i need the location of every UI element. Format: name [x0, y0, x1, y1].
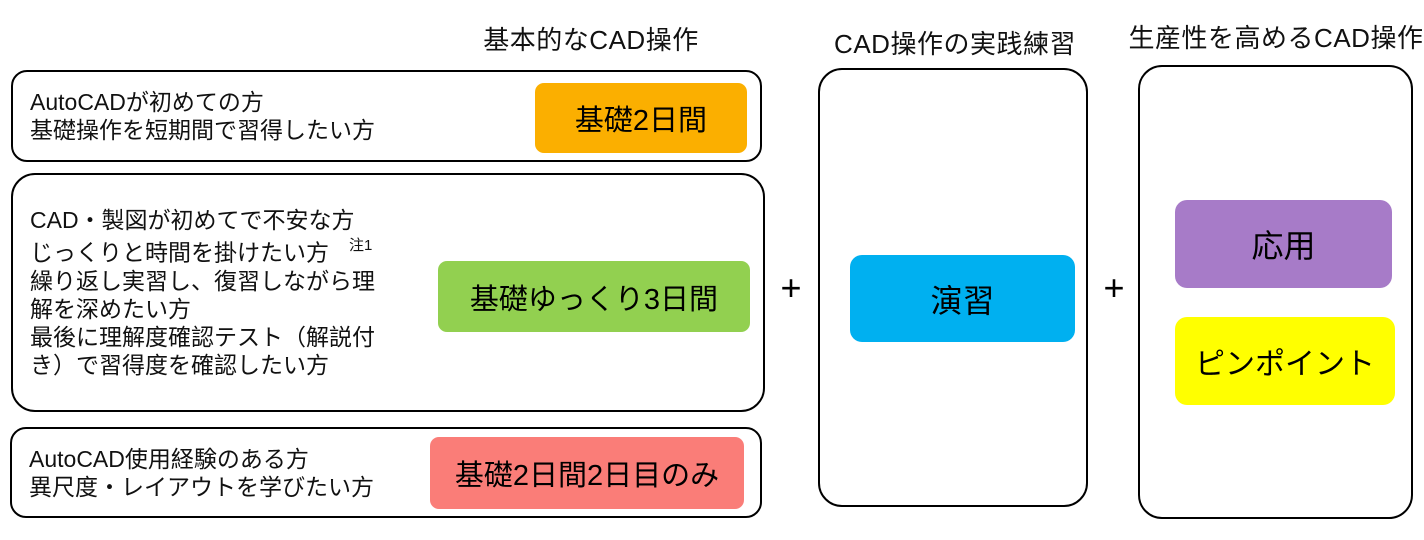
column-header-basic-cad: 基本的なCAD操作	[483, 25, 699, 55]
audience-line-with-note: じっくりと時間を掛けたい方注1	[30, 237, 373, 266]
audience-line: AutoCAD使用経験のある方	[29, 445, 309, 472]
audience-box-slow-learner-text: CAD・製図が初めてで不安な方 じっくりと時間を掛けたい方注1 繰り返し実習し、…	[30, 175, 375, 410]
audience-line: 最後に理解度確認テスト（解説付	[30, 323, 375, 350]
audience-line: CAD・製図が初めてで不安な方	[30, 207, 355, 234]
course-badge-basic-2days: 基礎2日間	[535, 83, 747, 153]
plus-sign-left: +	[780, 267, 802, 308]
course-badge-basic-day2-only: 基礎2日間2日目のみ	[430, 437, 744, 509]
footnote-ref: 注1	[349, 237, 373, 255]
audience-line: 解を深めたい方	[30, 295, 191, 322]
plus-sign-right: +	[1103, 267, 1125, 308]
audience-line: AutoCADが初めての方	[30, 89, 264, 115]
course-badge-pinpoint: ピンポイント	[1175, 317, 1395, 405]
column-header-productivity: 生産性を高めるCAD操作	[1128, 23, 1424, 53]
course-badge-advanced: 応用	[1175, 200, 1392, 288]
audience-box-experienced-text: AutoCAD使用経験のある方 異尺度・レイアウトを学びたい方	[29, 429, 374, 516]
audience-line: き）で習得度を確認したい方	[30, 351, 329, 378]
course-badge-exercise: 演習	[850, 255, 1075, 342]
audience-line: 異尺度・レイアウトを学びたい方	[29, 473, 374, 500]
productivity-box: 応用 ピンポイント	[1138, 65, 1413, 519]
course-badge-basic-slow-3days: 基礎ゆっくり3日間	[438, 261, 750, 332]
audience-line: 繰り返し実習し、復習しながら理	[30, 267, 375, 294]
audience-box-beginner-text: AutoCADが初めての方 基礎操作を短期間で習得したい方	[30, 72, 375, 160]
practice-box: 演習	[818, 68, 1088, 507]
audience-box-beginner: AutoCADが初めての方 基礎操作を短期間で習得したい方 基礎2日間	[11, 70, 762, 162]
audience-box-slow-learner: CAD・製図が初めてで不安な方 じっくりと時間を掛けたい方注1 繰り返し実習し、…	[11, 173, 765, 412]
audience-box-experienced: AutoCAD使用経験のある方 異尺度・レイアウトを学びたい方 基礎2日間2日目…	[10, 427, 762, 518]
audience-line: 基礎操作を短期間で習得したい方	[30, 117, 375, 143]
column-header-practice: CAD操作の実践練習	[834, 29, 1076, 59]
